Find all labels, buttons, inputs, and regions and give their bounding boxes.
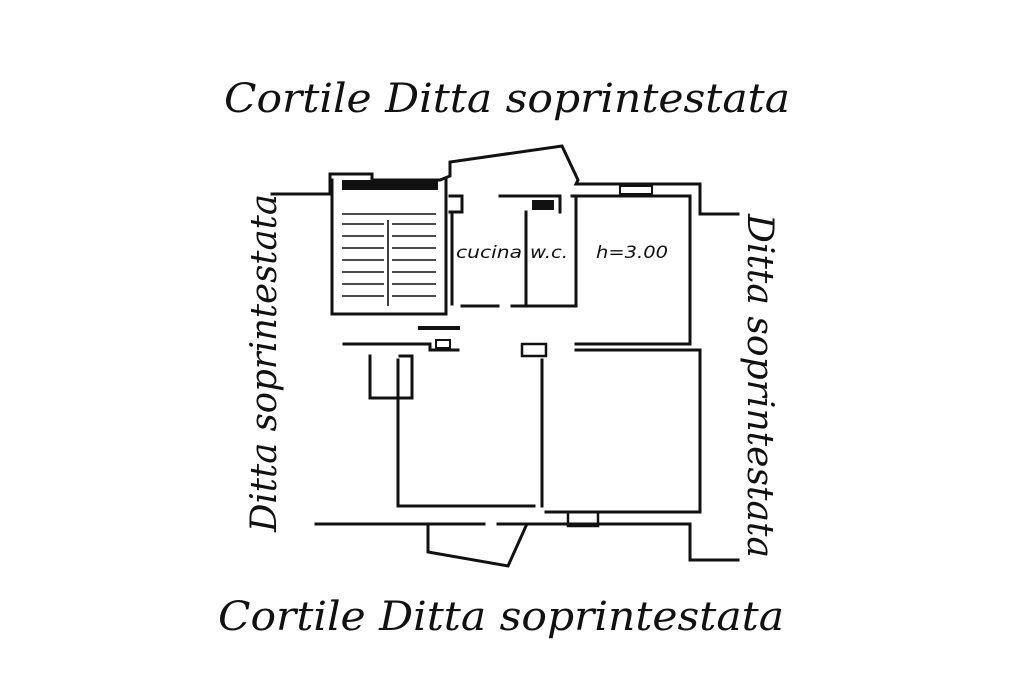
bottom-courtyard-label: Cortile Ditta soprintestata [218, 594, 784, 640]
outer-walls [270, 144, 740, 568]
left-neighbor-label: Ditta soprintestata [244, 194, 285, 533]
staircase [330, 178, 448, 316]
upper-rooms [448, 185, 692, 346]
right-neighbor-label: Ditta soprintestata [739, 213, 780, 558]
top-courtyard-label: Cortile Ditta soprintestata [224, 76, 790, 122]
kitchen-label: cucina [456, 243, 522, 263]
room-height-label: h=3.00 [596, 243, 668, 263]
lower-rooms [396, 358, 600, 528]
closet [368, 354, 414, 400]
wc-label: w.c. [530, 243, 568, 263]
corridor [342, 326, 702, 514]
